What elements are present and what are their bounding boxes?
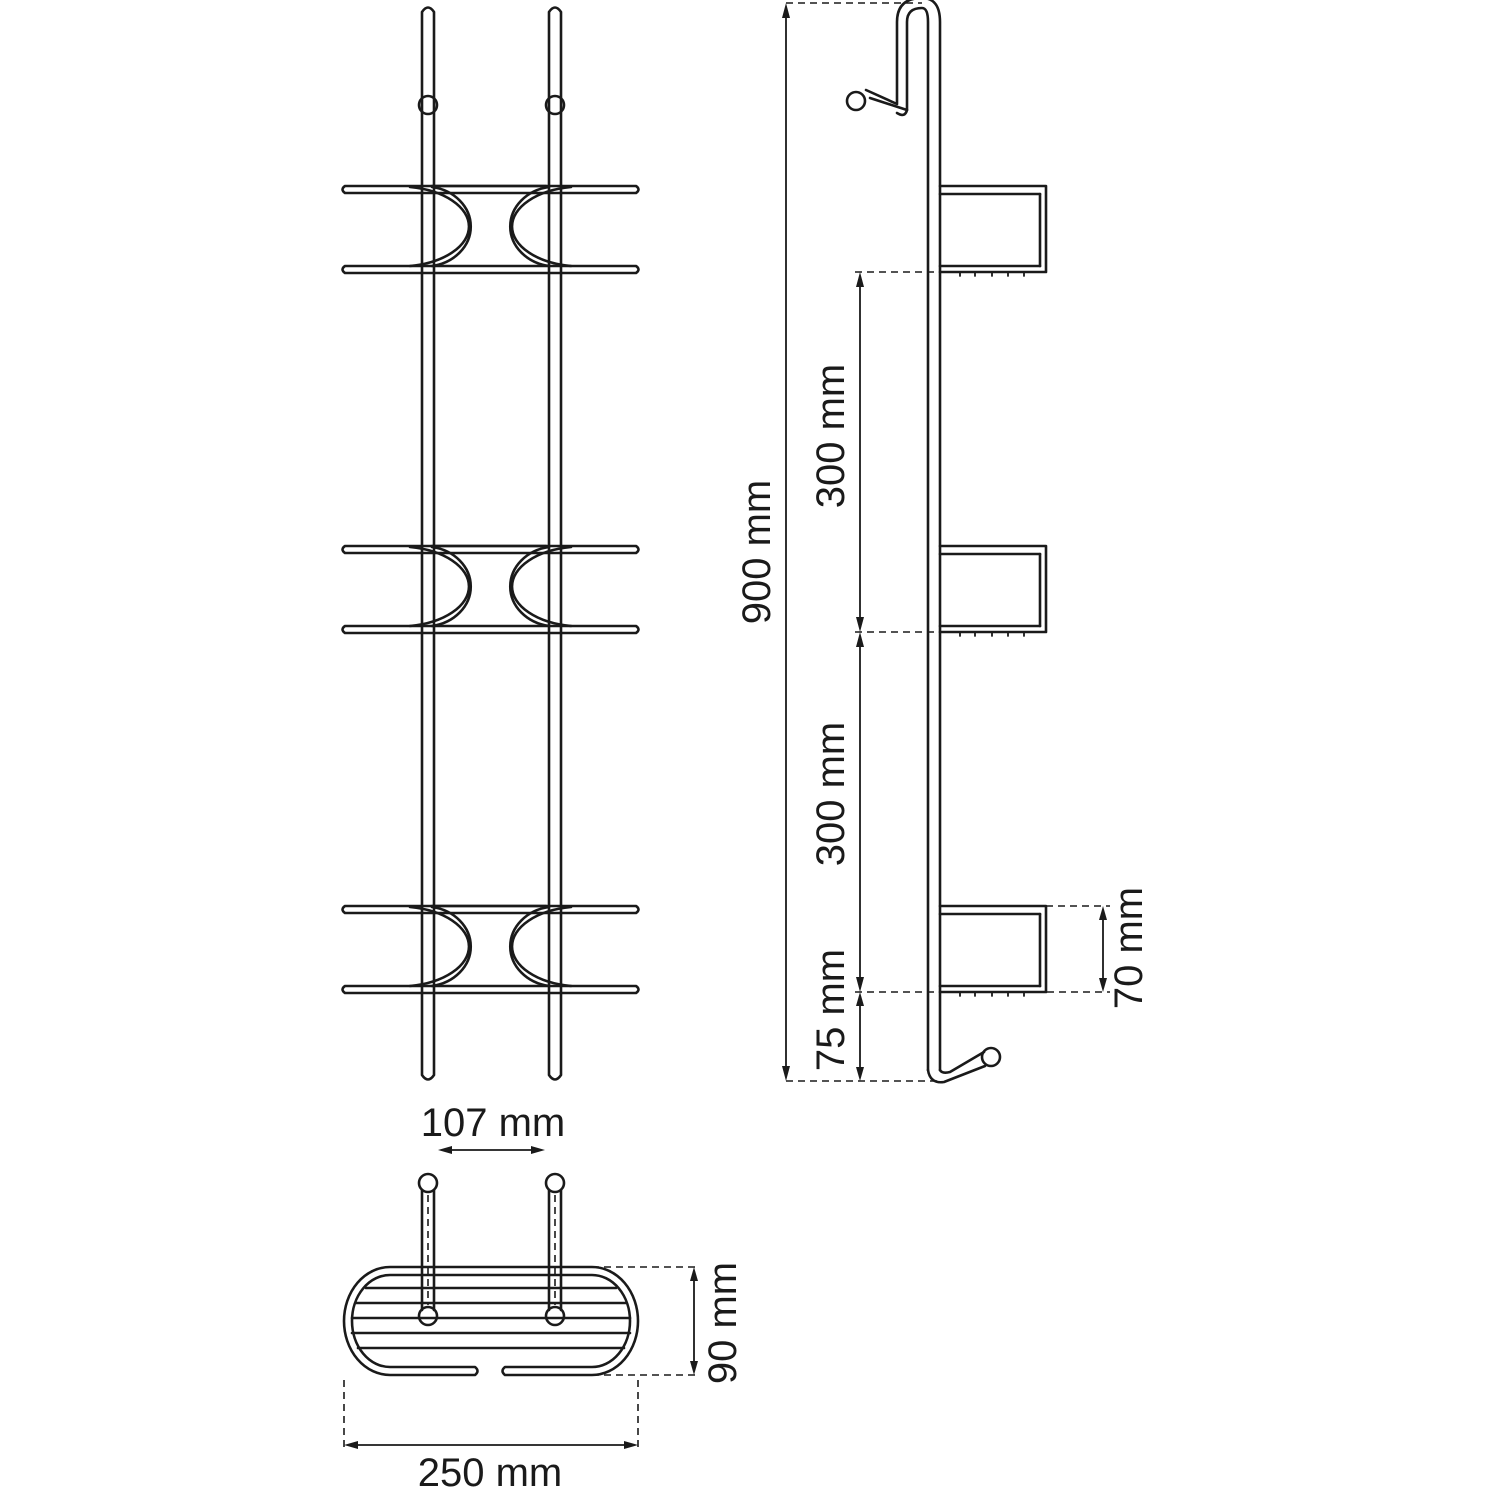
dim-shelf-spacing-lower: 300 mm [809, 632, 864, 992]
dim-total-height: 900 mm [735, 3, 790, 1081]
side-top-knob [845, 90, 867, 112]
top-left-rail [417, 1172, 439, 1327]
front-left-rail [420, 6, 436, 1081]
front-right-knob [544, 94, 566, 116]
side-basket-1 [938, 184, 1048, 277]
dim-basket-width-label: 250 mm [418, 1451, 563, 1495]
side-basket-2 [938, 544, 1048, 637]
dim-basket-height-label: 70 mm [1107, 887, 1151, 1009]
top-basket [342, 1265, 640, 1377]
top-view: 107 mm [342, 1101, 745, 1495]
front-shelf-3 [341, 904, 640, 995]
dim-bottom-offset-label: 75 mm [809, 949, 853, 1071]
front-shelf-1 [341, 184, 640, 275]
dim-basket-height: 70 mm [1099, 887, 1151, 1009]
dim-basket-width: 250 mm [344, 1441, 638, 1495]
dim-bottom-offset: 75 mm [809, 949, 864, 1081]
side-bottom-knob [980, 1046, 1002, 1068]
side-view: 900 mm 300 mm 300 mm 75 mm 70 mm [735, 0, 1151, 1084]
dim-basket-depth: 90 mm [690, 1262, 745, 1384]
dim-rail-spacing: 107 mm [421, 1101, 566, 1154]
dim-shelf-spacing-upper: 300 mm [809, 272, 864, 632]
front-left-knob [417, 94, 439, 116]
dim-shelf-spacing-lower-label: 300 mm [809, 722, 853, 867]
front-right-rail [547, 6, 563, 1081]
front-view [341, 6, 640, 1081]
dim-shelf-spacing-upper-label: 300 mm [809, 364, 853, 509]
front-shelf-2 [341, 544, 640, 635]
dim-total-height-label: 900 mm [735, 480, 779, 625]
top-right-rail [544, 1172, 566, 1327]
dim-rail-spacing-label: 107 mm [421, 1101, 566, 1145]
side-basket-3 [938, 904, 1048, 997]
side-top-hook [868, 6, 930, 1072]
dim-basket-depth-label: 90 mm [701, 1262, 745, 1384]
